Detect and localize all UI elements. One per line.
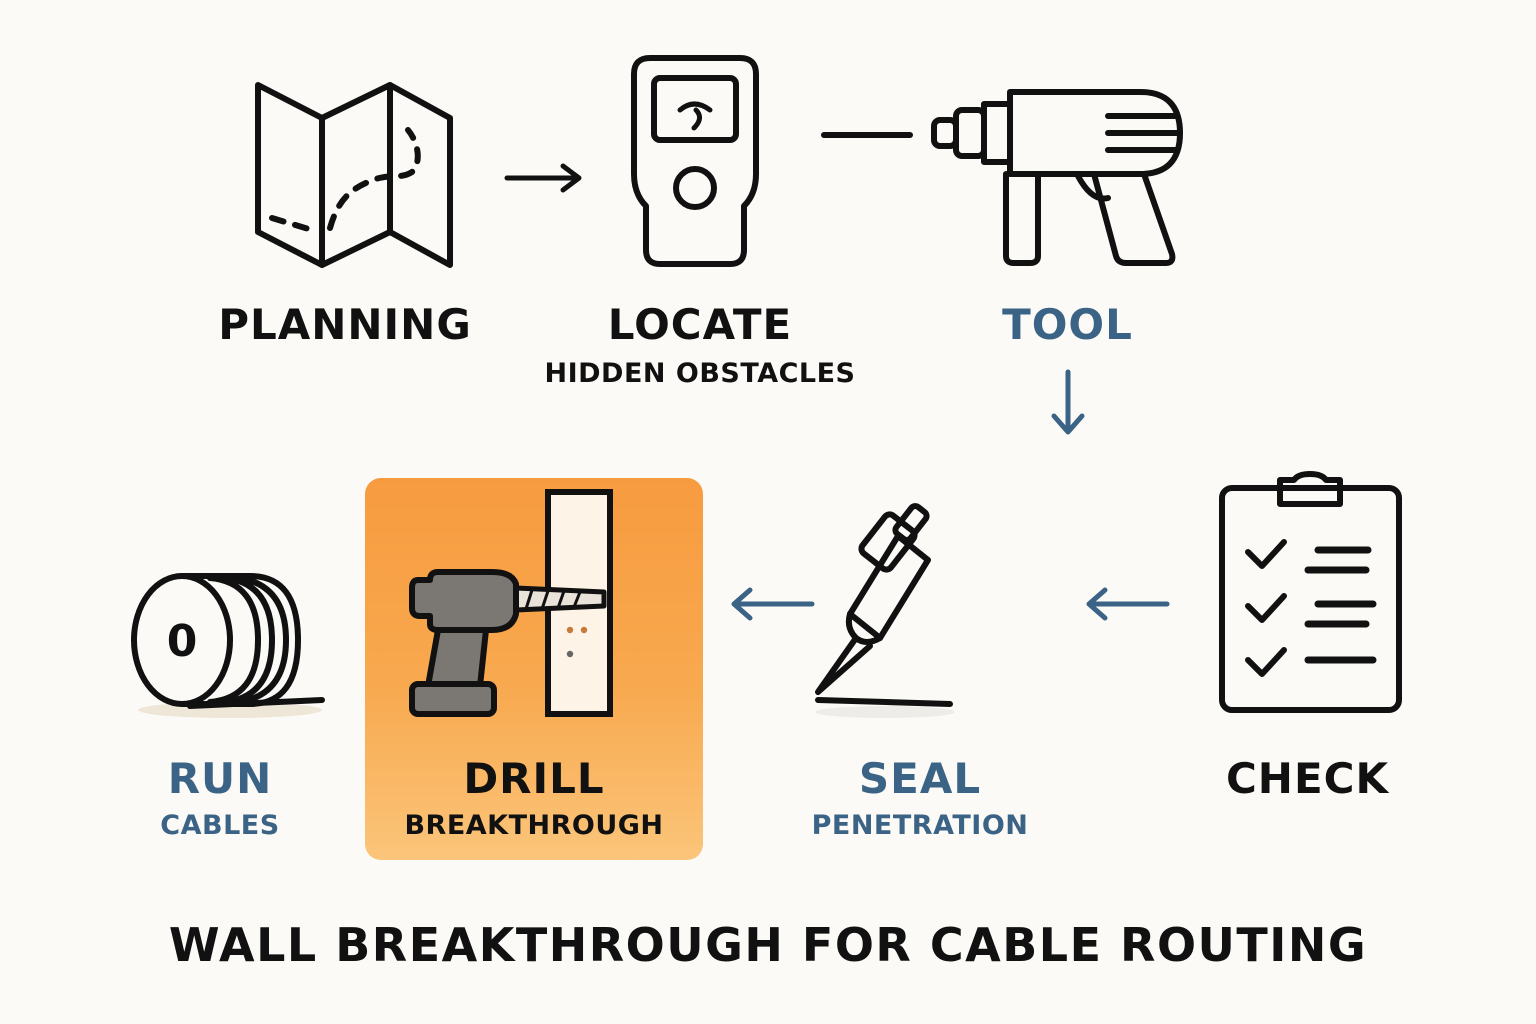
arrow-left-icon <box>731 587 815 621</box>
checklist-clipboard-icon <box>1219 471 1402 713</box>
drill-step-highlight-card <box>365 478 703 860</box>
cable-spool-icon: 0 <box>131 573 325 718</box>
spool-mark: 0 <box>167 616 198 667</box>
step-label-tool: TOOL <box>1002 300 1133 349</box>
step-label-locate: LOCATE <box>607 300 793 349</box>
stud-finder-icon <box>631 55 759 267</box>
step-sublabel-locate: HIDDEN OBSTACLES <box>544 358 856 389</box>
step-sublabel-seal: PENETRATION <box>811 810 1029 841</box>
drill-through-wall-icon <box>409 489 613 717</box>
arrow-down-icon <box>1051 369 1085 435</box>
step-sublabel-drill: BREAKTHROUGH <box>404 810 664 841</box>
step-label-planning: PLANNING <box>218 300 472 349</box>
step-sublabel-run: CABLES <box>160 810 280 841</box>
diagram-title: WALL BREAKTHROUGH FOR CABLE ROUTING <box>168 918 1368 972</box>
step-label-drill: DRILL <box>463 754 605 803</box>
folded-map-icon <box>255 82 453 268</box>
arrow-right-icon <box>504 163 582 193</box>
power-drill-icon <box>931 89 1183 266</box>
arrow-left-icon <box>1086 587 1170 621</box>
step-label-check: CHECK <box>1225 754 1390 803</box>
step-label-seal: SEAL <box>858 754 982 803</box>
caulk-gun-icon <box>815 503 955 718</box>
step-label-run: RUN <box>167 754 273 803</box>
line-connector-icon <box>821 132 913 138</box>
